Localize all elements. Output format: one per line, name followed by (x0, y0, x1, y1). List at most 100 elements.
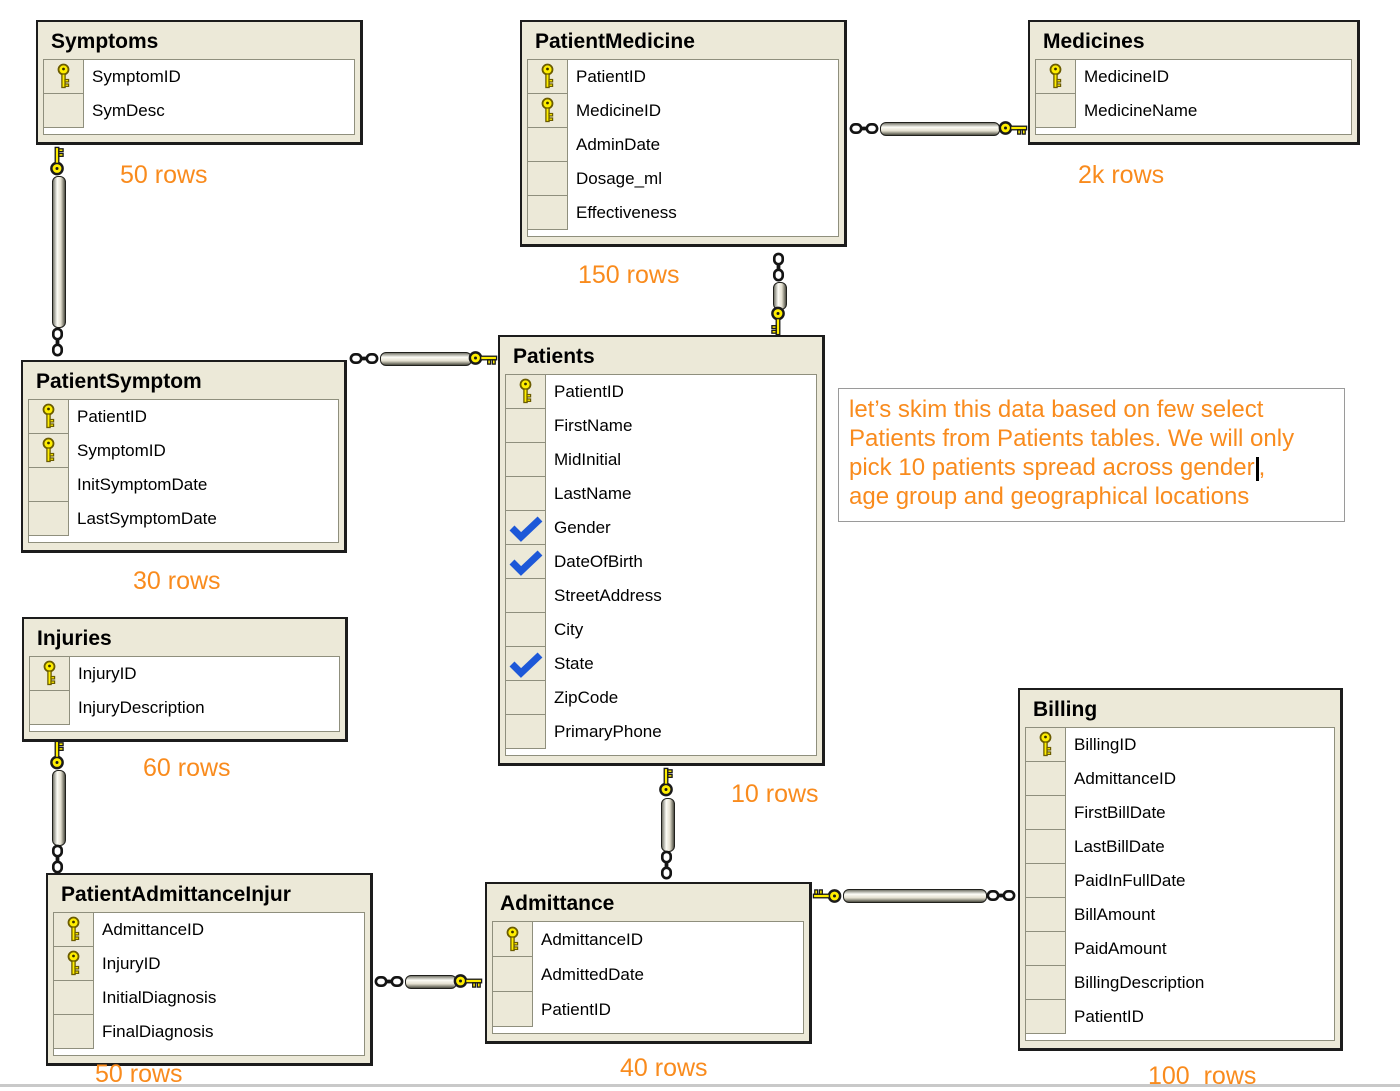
column-row-patientid[interactable]: PatientID (528, 60, 838, 94)
relationship-line (405, 975, 457, 989)
column-label: PatientID (77, 407, 147, 426)
column-label: ZipCode (554, 688, 619, 707)
column-row-initsymptomdate[interactable]: InitSymptomDate (29, 468, 338, 502)
column-row-initialdiagnosis[interactable]: InitialDiagnosis (54, 981, 364, 1015)
column-row-symdesc[interactable]: SymDesc (44, 94, 354, 128)
row-gutter (29, 502, 69, 536)
column-label: MidInitial (554, 450, 622, 469)
column-row-symptomid[interactable]: SymptomID (44, 60, 354, 94)
column-row-admindate[interactable]: AdminDate (528, 128, 838, 162)
note-annotation-box[interactable]: let’s skim this data based on few select… (838, 388, 1345, 522)
row-gutter (1026, 830, 1066, 864)
column-row-medicineid[interactable]: MedicineID (528, 94, 838, 128)
table-title: Billing (1033, 698, 1098, 721)
column-row-dateofbirth[interactable]: DateOfBirth (506, 545, 816, 579)
key-icon (453, 973, 483, 989)
row-gutter (506, 681, 546, 715)
relationship-line (52, 176, 66, 328)
column-label: PaidInFullDate (1074, 871, 1186, 890)
column-row-admitteddate[interactable]: AdmittedDate (493, 957, 803, 992)
row-gutter (44, 94, 84, 128)
key-icon (49, 146, 65, 176)
primary-key-icon (1026, 728, 1066, 762)
column-label: City (554, 620, 584, 639)
column-label: BillingID (1074, 735, 1137, 754)
column-row-patientid[interactable]: PatientID (493, 992, 803, 1027)
column-row-dosage_ml[interactable]: Dosage_ml (528, 162, 838, 196)
row-gutter (1026, 1000, 1066, 1034)
column-label: InjuryID (78, 664, 137, 683)
column-label: Dosage_ml (576, 169, 662, 188)
row-gutter (506, 613, 546, 647)
column-label: InitialDiagnosis (102, 988, 217, 1007)
column-row-billamount[interactable]: BillAmount (1026, 898, 1334, 932)
column-row-lastname[interactable]: LastName (506, 477, 816, 511)
column-row-patientid[interactable]: PatientID (29, 400, 338, 434)
column-row-admittanceid[interactable]: AdmittanceID (54, 913, 364, 947)
column-label: InjuryDescription (78, 698, 205, 717)
row-gutter (506, 443, 546, 477)
row-gutter (1026, 898, 1066, 932)
column-row-firstname[interactable]: FirstName (506, 409, 816, 443)
column-label: AdmittanceID (102, 920, 205, 939)
column-row-paidinfulldate[interactable]: PaidInFullDate (1026, 864, 1334, 898)
column-label: Gender (554, 518, 611, 537)
column-row-midinitial[interactable]: MidInitial (506, 443, 816, 477)
column-row-injuryid[interactable]: InjuryID (54, 947, 364, 981)
column-row-streetaddress[interactable]: StreetAddress (506, 579, 816, 613)
primary-key-icon (44, 60, 84, 94)
relationship-line (52, 770, 66, 846)
text-cursor (1255, 457, 1259, 481)
table-columns: InjuryID InjuryDescription (29, 656, 340, 732)
bottom-divider (0, 1084, 1400, 1087)
infinity-icon (374, 974, 404, 990)
note-line: let’s skim this data based on few select (849, 396, 1264, 423)
row-gutter (493, 992, 533, 1027)
table-billing[interactable]: Billing BillingID AdmittanceID FirstBillDa… (1018, 688, 1343, 1051)
column-row-state[interactable]: State (506, 647, 816, 681)
column-row-medicinename[interactable]: MedicineName (1036, 94, 1351, 128)
relationship-line (661, 798, 675, 852)
column-row-finaldiagnosis[interactable]: FinalDiagnosis (54, 1015, 364, 1049)
column-row-firstbilldate[interactable]: FirstBillDate (1026, 796, 1334, 830)
column-row-effectiveness[interactable]: Effectiveness (528, 196, 838, 230)
column-label: PrimaryPhone (554, 722, 662, 741)
column-row-primaryphone[interactable]: PrimaryPhone (506, 715, 816, 749)
primary-key-icon (528, 94, 568, 128)
column-row-billingdescription[interactable]: BillingDescription (1026, 966, 1334, 1000)
row-gutter (54, 1015, 94, 1049)
column-row-admittanceid[interactable]: AdmittanceID (493, 922, 803, 957)
column-row-injurydescription[interactable]: InjuryDescription (30, 691, 339, 725)
column-row-symptomid[interactable]: SymptomID (29, 434, 338, 468)
row-gutter (1036, 94, 1076, 128)
primary-key-icon (493, 922, 533, 957)
rowcount-patients: 10 rows (731, 780, 819, 808)
column-row-admittanceid[interactable]: AdmittanceID (1026, 762, 1334, 796)
row-gutter (506, 477, 546, 511)
column-row-gender[interactable]: Gender (506, 511, 816, 545)
column-row-injuryid[interactable]: InjuryID (30, 657, 339, 691)
note-line: Patients from Patients tables. We will o… (849, 425, 1295, 452)
column-row-medicineid[interactable]: MedicineID (1036, 60, 1351, 94)
column-row-zipcode[interactable]: ZipCode (506, 681, 816, 715)
infinity-icon (986, 888, 1016, 904)
column-row-lastsymptomdate[interactable]: LastSymptomDate (29, 502, 338, 536)
column-row-patientid[interactable]: PatientID (1026, 1000, 1334, 1034)
infinity-icon (849, 121, 879, 137)
column-row-billingid[interactable]: BillingID (1026, 728, 1334, 762)
column-row-lastbilldate[interactable]: LastBillDate (1026, 830, 1334, 864)
primary-key-icon (54, 913, 94, 947)
column-row-paidamount[interactable]: PaidAmount (1026, 932, 1334, 966)
column-label: FirstBillDate (1074, 803, 1166, 822)
column-row-city[interactable]: City (506, 613, 816, 647)
column-row-patientid[interactable]: PatientID (506, 375, 816, 409)
